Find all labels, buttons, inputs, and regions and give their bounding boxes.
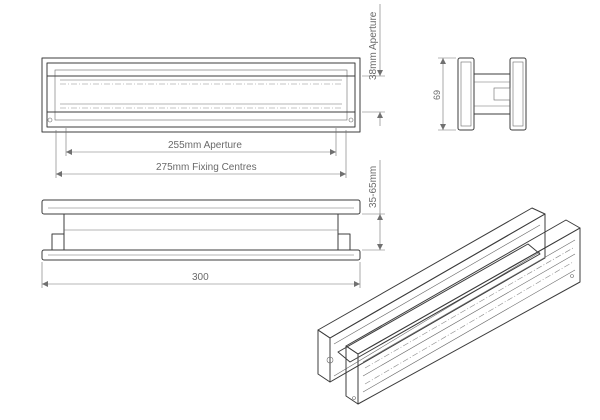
aperture-width-label: 255mm Aperture [168, 140, 242, 151]
door-thickness-dimension: 35-65mm [362, 160, 385, 251]
top-view [41, 199, 361, 261]
fixing-centres-dimension: 275mm Fixing Centres [55, 130, 347, 178]
door-thickness-label: 35-65mm [368, 166, 379, 208]
side-view [457, 57, 527, 131]
aperture-height-label: 38mm Aperture [368, 11, 379, 80]
overall-length-label: 300 [192, 272, 209, 283]
overall-height-dimension: 69 [432, 57, 456, 131]
aperture-height-dimension: 38mm Aperture [362, 4, 385, 126]
front-elevation [41, 57, 361, 133]
overall-length-dimension: 300 [41, 262, 361, 288]
fixing-centres-label: 275mm Fixing Centres [156, 162, 257, 173]
overall-height-label: 69 [432, 90, 442, 100]
isometric-view [317, 207, 581, 405]
aperture-width-dimension: 255mm Aperture [65, 128, 337, 156]
